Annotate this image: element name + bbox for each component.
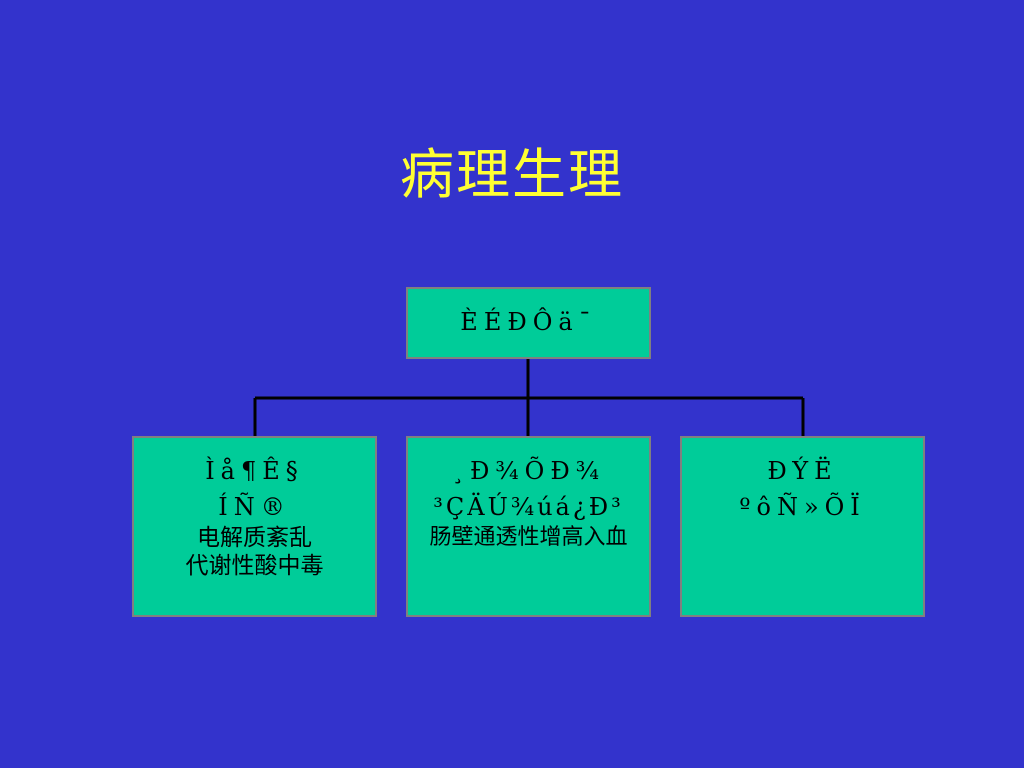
child-right-line1: ÐÝË <box>767 457 838 485</box>
child-right-line2: ºôÑ»ÕÏ­ <box>739 493 866 521</box>
child-node-right: ÐÝË ºôÑ»ÕÏ­ <box>680 436 925 617</box>
child-node-left: Ìå¶Ê§ ÍÑ® 电解质紊乱 代谢性酸中毒 <box>132 436 377 617</box>
child-left-line1: Ìå¶Ê§ <box>205 457 304 485</box>
child-center-line3: 肠壁通透性增高入血 <box>429 525 628 550</box>
child-center-line2: ³ÇÄÚ¾úá¿Ð³ <box>433 493 624 521</box>
child-node-center: ¸Ð¾ÕÐ¾ ³ÇÄÚ¾úá¿Ð³ 肠壁通透性增高入血 <box>406 436 651 617</box>
child-left-line4: 代谢性酸中毒 <box>185 553 324 579</box>
child-center-line1: ¸Ð¾ÕÐ¾ <box>452 457 605 485</box>
root-node: ÈÉÐÔä¯ <box>406 287 651 359</box>
child-left-line3: 电解质紊乱 <box>197 525 312 551</box>
slide-title: 病理生理 <box>400 143 624 206</box>
child-left-line2: ÍÑ® <box>218 493 291 521</box>
root-node-label: ÈÉÐÔä¯ <box>460 308 597 336</box>
